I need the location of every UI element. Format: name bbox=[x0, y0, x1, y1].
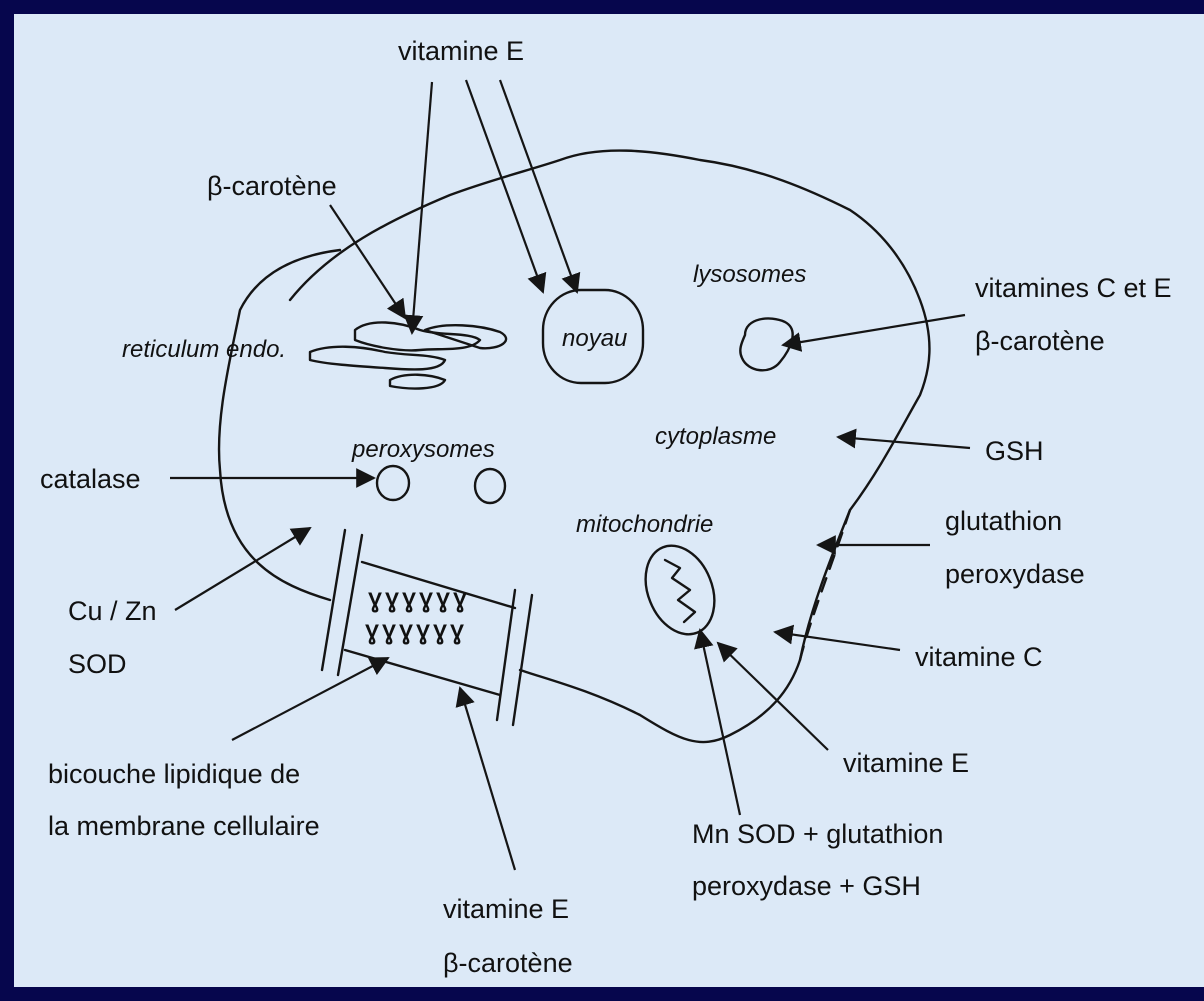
label-mnsod-2: peroxydase + GSH bbox=[692, 871, 921, 901]
label-peroxydase: peroxydase bbox=[945, 559, 1085, 589]
svg-text:ƔƔƔƔƔƔ: ƔƔƔƔƔƔ bbox=[365, 620, 467, 645]
lipid-bilayer: ƔƔƔƔƔƔ ƔƔƔƔƔƔ bbox=[322, 530, 532, 725]
label-bicouche-1: bicouche lipidique de bbox=[48, 759, 300, 789]
label-beta-carotene-bottom: β-carotène bbox=[443, 948, 573, 978]
label-cuzn: Cu / Zn bbox=[68, 596, 157, 626]
label-cytoplasme: cytoplasme bbox=[655, 423, 776, 450]
label-mitochondrie: mitochondrie bbox=[576, 511, 713, 538]
svg-text:ƔƔƔƔƔƔ: ƔƔƔƔƔƔ bbox=[368, 588, 470, 613]
label-noyau: noyau bbox=[562, 325, 627, 352]
label-lysosomes: lysosomes bbox=[693, 261, 806, 288]
label-mnsod-1: Mn SOD + glutathion bbox=[692, 819, 943, 849]
label-gsh: GSH bbox=[985, 436, 1044, 466]
label-bicouche-2: la membrane cellulaire bbox=[48, 811, 320, 841]
reticulum-shape bbox=[310, 322, 506, 388]
label-reticulum: reticulum endo. bbox=[122, 336, 286, 363]
peroxysome-1 bbox=[377, 466, 409, 500]
label-vitamine-e-mito: vitamine E bbox=[843, 748, 969, 778]
label-vitamine-e-bottom: vitamine E bbox=[443, 894, 569, 924]
label-beta-carotene-top: β-carotène bbox=[207, 171, 337, 201]
label-vitamine-e-top: vitamine E bbox=[398, 36, 524, 66]
label-peroxysomes: peroxysomes bbox=[351, 436, 495, 463]
mitochondria-shape bbox=[633, 535, 727, 644]
label-beta-carotene-right: β-carotène bbox=[975, 326, 1105, 356]
peroxysome-2 bbox=[475, 469, 505, 503]
label-sod: SOD bbox=[68, 649, 127, 679]
label-vitamine-c: vitamine C bbox=[915, 642, 1043, 672]
label-catalase: catalase bbox=[40, 464, 141, 494]
label-glutathion: glutathion bbox=[945, 506, 1062, 536]
label-vitamines-c-e: vitamines C et E bbox=[975, 273, 1172, 303]
